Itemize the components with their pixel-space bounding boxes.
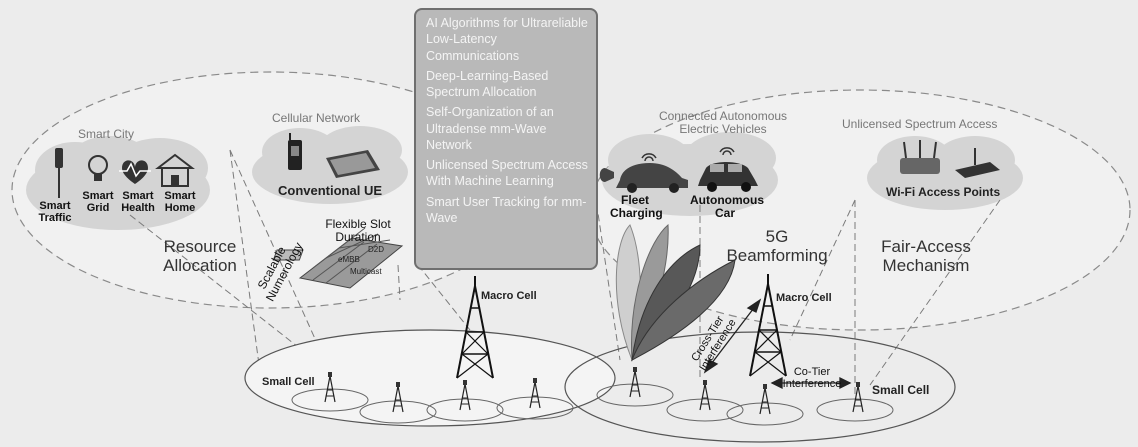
small-cell-left-label: Small Cell bbox=[262, 376, 315, 388]
heartbeat-icon bbox=[119, 160, 151, 184]
fleet-charging-label: Fleet Charging bbox=[610, 193, 663, 221]
fair-access-label: Fair-Access Mechanism bbox=[881, 237, 971, 275]
fleet-charging-car-icon bbox=[599, 153, 688, 193]
resource-allocation-label: Resource Allocation bbox=[163, 237, 237, 275]
wifi-router-icon-1 bbox=[900, 140, 940, 174]
tablet-icon bbox=[326, 150, 380, 178]
flexible-slot-grid bbox=[272, 227, 404, 289]
macro-cell-right-label: Macro Cell bbox=[776, 292, 832, 304]
connected-vehicles-label: Connected Autonomous Electric Vehicles bbox=[658, 109, 788, 137]
autonomous-car-label: Autonomous Car bbox=[690, 193, 764, 221]
smart-health-label: Smart Health bbox=[121, 190, 155, 215]
traffic-light-icon bbox=[55, 148, 63, 198]
multicast-block-label: Multicast bbox=[350, 267, 382, 276]
beamforming-label: 5G Beamforming bbox=[726, 227, 828, 265]
embb-block-label: eMBB bbox=[338, 255, 360, 264]
smart-home-label: Smart Home bbox=[164, 190, 196, 215]
ai-item: Smart User Tracking for mm-Wave bbox=[426, 194, 587, 225]
unlicensed-access-label: Unlicensed Spectrum Access bbox=[842, 117, 998, 131]
smart-city-label: Smart City bbox=[78, 127, 135, 141]
conventional-ue-label: Conventional UE bbox=[278, 183, 383, 198]
house-icon bbox=[155, 153, 195, 187]
small-cell-right-label: Small Cell bbox=[872, 383, 930, 397]
light-bulb-icon bbox=[88, 155, 108, 181]
ai-applications-list: AI Algorithms for Ultrareliable Low-Late… bbox=[416, 10, 596, 226]
beamforming-lobes bbox=[615, 223, 736, 362]
d2d-block-label: D2D bbox=[368, 245, 385, 254]
ai-item: Self-Organization of an Ultradense mm-Wa… bbox=[426, 105, 554, 152]
ai-item: Unlicensed Spectrum Access With Machine … bbox=[426, 158, 588, 189]
left-network-ellipse bbox=[244, 329, 616, 427]
ai-item: Deep-Learning-Based Spectrum Allocation bbox=[426, 68, 549, 99]
wifi-access-points-label: Wi-Fi Access Points bbox=[886, 185, 1001, 199]
smart-grid-label: Smart Grid bbox=[82, 190, 114, 215]
co-tier-interference-label: Co-Tier Interference bbox=[782, 366, 842, 391]
flexible-slot-duration-label: Flexible Slot Duration bbox=[325, 217, 391, 245]
ai-item: AI Algorithms for Ultrareliable Low-Late… bbox=[426, 16, 588, 63]
phone-icon bbox=[288, 133, 302, 170]
cellular-network-label: Cellular Network bbox=[272, 111, 361, 125]
autonomous-car-icon bbox=[698, 147, 758, 192]
right-network-ellipse bbox=[564, 331, 956, 443]
wifi-router-icon-2 bbox=[955, 148, 1000, 178]
macro-cell-left-label: Macro Cell bbox=[481, 290, 537, 302]
smart-traffic-label: Smart Traffic bbox=[38, 200, 72, 225]
ai-applications-box: AI Algorithms for Ultrareliable Low-Late… bbox=[414, 8, 598, 270]
